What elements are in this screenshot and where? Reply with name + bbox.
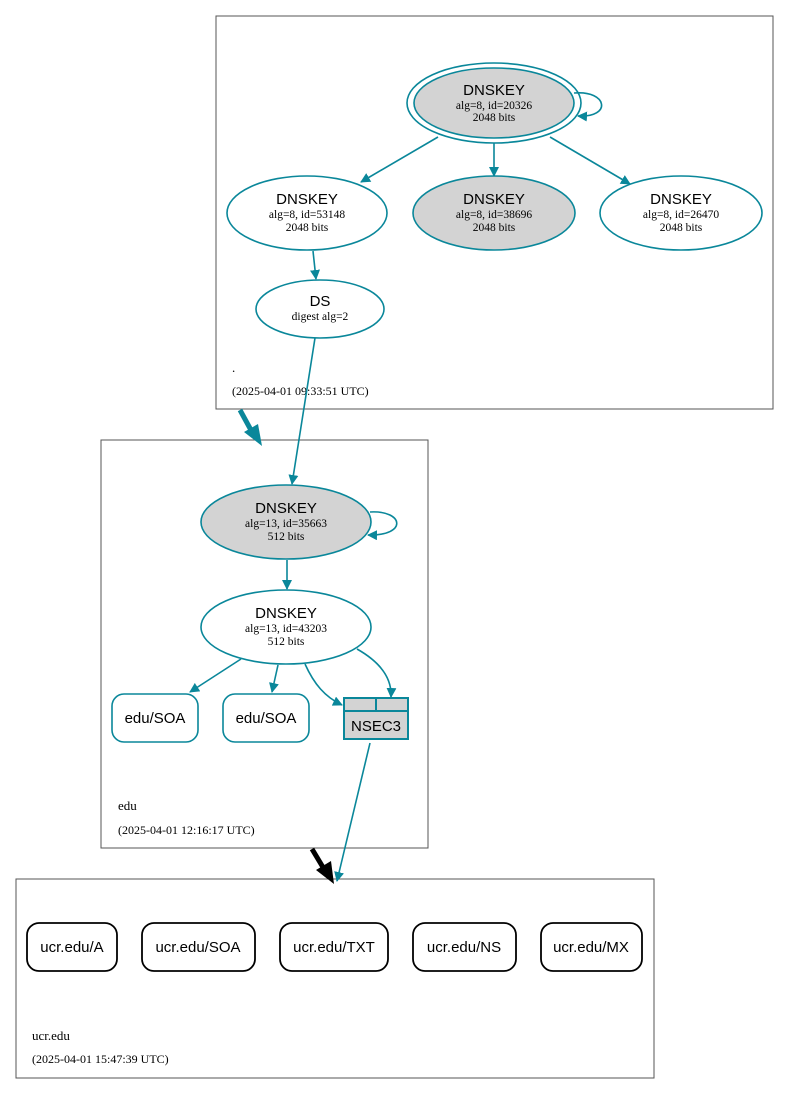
node-ds[interactable]: DS digest alg=2	[255, 279, 385, 339]
node-edu-ksk-line1: alg=13, id=35663	[245, 518, 327, 530]
node-nsec3[interactable]: NSEC3	[343, 697, 409, 740]
zone-ucr: ucr.edu (2025-04-01 15:47:39 UTC)	[15, 878, 655, 1079]
node-edu-soa-1[interactable]: edu/SOA	[111, 693, 199, 743]
node-root-zsk2-line2: 2048 bits	[473, 222, 516, 234]
delegation-root-to-edu	[237, 408, 262, 446]
node-ucr-soa[interactable]: ucr.edu/SOA	[141, 922, 256, 972]
node-nsec3-label: NSEC3	[351, 718, 401, 735]
zone-edu-name: edu	[118, 798, 137, 813]
node-root-zsk3-line2: 2048 bits	[660, 222, 703, 234]
node-ucr-soa-label: ucr.edu/SOA	[155, 939, 240, 956]
node-root-zsk3[interactable]: DNSKEY alg=8, id=26470 2048 bits	[599, 175, 763, 251]
node-ucr-a-label: ucr.edu/A	[40, 939, 103, 956]
edge-edu-zsk-nsec3-b	[356, 648, 397, 698]
node-edu-zsk-line1: alg=13, id=43203	[245, 623, 327, 635]
zone-ucr-timestamp: (2025-04-01 15:47:39 UTC)	[32, 1052, 169, 1066]
node-root-zsk2-title: DNSKEY	[463, 191, 525, 208]
zone-edu-timestamp: (2025-04-01 12:16:17 UTC)	[118, 823, 255, 837]
edge-edu-zsk-soa2	[269, 664, 279, 693]
node-ucr-ns-label: ucr.edu/NS	[427, 939, 501, 956]
node-ucr-txt-label: ucr.edu/TXT	[293, 939, 375, 956]
node-edu-ksk[interactable]: DNSKEY alg=13, id=35663 512 bits	[200, 484, 372, 560]
node-edu-ksk-line2: 512 bits	[268, 531, 305, 543]
node-root-zsk3-line1: alg=8, id=26470	[643, 209, 719, 221]
edge-edu-zsk-nsec3-a	[304, 663, 343, 706]
edge-ds-edu-ksk	[288, 337, 316, 485]
node-edu-zsk-title: DNSKEY	[255, 605, 317, 622]
node-root-ksk-line2: 2048 bits	[473, 112, 516, 124]
node-ucr-mx[interactable]: ucr.edu/MX	[540, 922, 643, 972]
node-edu-soa-2-label: edu/SOA	[236, 710, 297, 727]
node-edu-zsk-line2: 512 bits	[268, 636, 305, 648]
node-root-ksk[interactable]: DNSKEY alg=8, id=20326 2048 bits	[406, 62, 582, 144]
zone-ucr-name: ucr.edu	[32, 1028, 70, 1043]
node-edu-soa-1-label: edu/SOA	[125, 710, 186, 727]
node-ds-title: DS	[310, 293, 331, 310]
node-root-zsk1-line2: 2048 bits	[286, 222, 329, 234]
edge-nsec3-ucr	[334, 742, 371, 882]
node-ucr-ns[interactable]: ucr.edu/NS	[412, 922, 517, 972]
zone-root-name: .	[232, 360, 235, 375]
node-ucr-txt[interactable]: ucr.edu/TXT	[279, 922, 389, 972]
node-edu-ksk-title: DNSKEY	[255, 500, 317, 517]
node-edu-soa-2[interactable]: edu/SOA	[222, 693, 310, 743]
node-ucr-mx-label: ucr.edu/MX	[553, 939, 629, 956]
zone-edu: edu (2025-04-01 12:16:17 UTC)	[100, 439, 429, 849]
edges	[189, 92, 631, 882]
node-root-zsk3-title: DNSKEY	[650, 191, 712, 208]
edge-edu-zsk-soa1	[189, 658, 242, 693]
node-ucr-a[interactable]: ucr.edu/A	[26, 922, 118, 972]
node-root-zsk2[interactable]: DNSKEY alg=8, id=38696 2048 bits	[412, 175, 576, 251]
node-root-zsk1-title: DNSKEY	[276, 191, 338, 208]
edge-zsk1-ds	[310, 250, 321, 280]
zone-root-timestamp: (2025-04-01 09:33:51 UTC)	[232, 384, 369, 398]
node-root-zsk1[interactable]: DNSKEY alg=8, id=53148 2048 bits	[226, 175, 388, 251]
node-root-zsk1-line1: alg=8, id=53148	[269, 209, 345, 221]
edge-root-ksk-zsk1	[360, 136, 439, 183]
edge-edu-ksk-self	[367, 511, 398, 541]
node-edu-zsk[interactable]: DNSKEY alg=13, id=43203 512 bits	[200, 589, 372, 665]
node-root-ksk-title: DNSKEY	[463, 82, 525, 99]
edge-root-ksk-self	[573, 92, 603, 122]
node-ds-line1: digest alg=2	[292, 311, 349, 323]
node-root-ksk-line1: alg=8, id=20326	[456, 100, 532, 112]
node-root-zsk2-line1: alg=8, id=38696	[456, 209, 532, 221]
zone-root: . (2025-04-01 09:33:51 UTC)	[215, 15, 774, 410]
edge-root-ksk-zsk3	[549, 136, 631, 185]
delegation-edu-to-ucr	[309, 847, 334, 884]
